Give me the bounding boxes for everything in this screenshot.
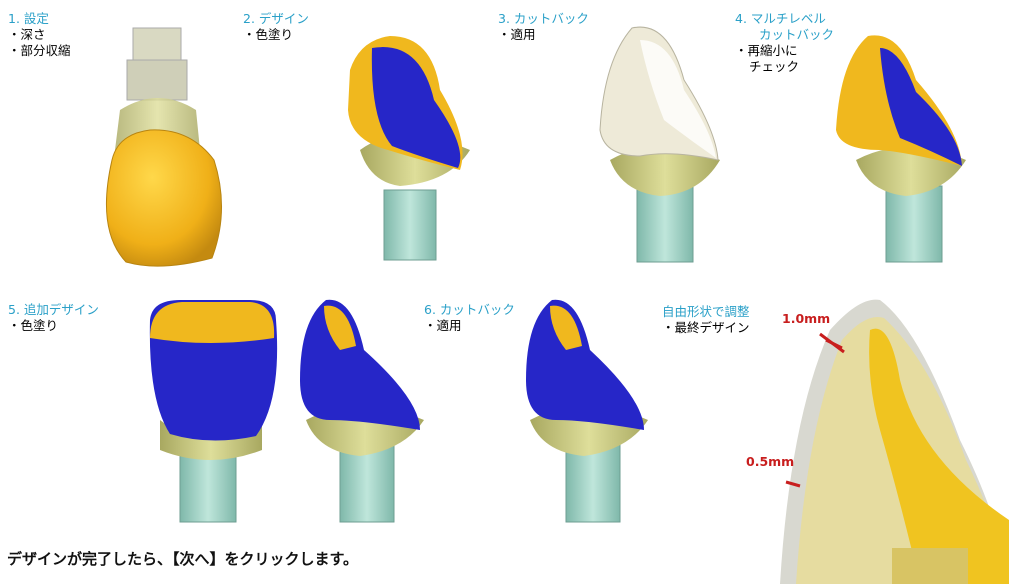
step3-label: 3. カットバック ・適用 bbox=[498, 11, 589, 43]
step5-title: 5. 追加デザイン bbox=[8, 302, 99, 317]
measurement-inner: 0.5mm bbox=[746, 454, 795, 469]
step3-title: 3. カットバック bbox=[498, 11, 589, 26]
step7-label: 自由形状で調整 ・最終デザイン bbox=[662, 304, 750, 336]
step6-label: 6. カットバック ・適用 bbox=[424, 302, 515, 334]
step4-bullet-2: チェック bbox=[749, 59, 800, 74]
step5-crown-front bbox=[149, 300, 278, 523]
step1-bullet-1: ・深さ bbox=[8, 27, 46, 42]
measurement-outer: 1.0mm bbox=[782, 311, 831, 326]
step6-title: 6. カットバック bbox=[424, 302, 515, 317]
step4-bullet-1: ・再縮小に bbox=[735, 43, 798, 58]
step2-label: 2. デザイン ・色塗り bbox=[243, 11, 309, 43]
step6-crown bbox=[526, 299, 648, 523]
step1-crown bbox=[105, 27, 223, 267]
step3-crown bbox=[599, 26, 720, 263]
step4-title: 4. マルチレベル bbox=[735, 11, 826, 26]
step1-label: 1. 設定 ・深さ ・部分収縮 bbox=[8, 11, 71, 59]
step5-crown-side bbox=[300, 299, 424, 523]
step3-bullet-1: ・適用 bbox=[498, 27, 536, 42]
step5-label: 5. 追加デザイン ・色塗り bbox=[8, 302, 99, 334]
step2-title: 2. デザイン bbox=[243, 11, 309, 26]
step1-title: 1. 設定 bbox=[8, 11, 49, 26]
step4-crown bbox=[836, 35, 966, 263]
step6-bullet-1: ・適用 bbox=[424, 318, 462, 333]
step1-bullet-2: ・部分収縮 bbox=[8, 43, 71, 58]
step5-bullet-1: ・色塗り bbox=[8, 318, 59, 333]
step4-label: 4. マルチレベル カットバック ・再縮小に チェック bbox=[735, 11, 834, 75]
step2-bullet-1: ・色塗り bbox=[243, 27, 294, 42]
step2-crown bbox=[348, 36, 470, 261]
step7-title: 自由形状で調整 bbox=[662, 304, 750, 319]
instruction-text: デザインが完了したら、【次へ】をクリックします。 bbox=[7, 550, 359, 568]
step7-bullet-1: ・最終デザイン bbox=[662, 320, 750, 335]
step4-title-line2: カットバック bbox=[759, 27, 835, 42]
step7-crown-closeup bbox=[780, 299, 1009, 584]
